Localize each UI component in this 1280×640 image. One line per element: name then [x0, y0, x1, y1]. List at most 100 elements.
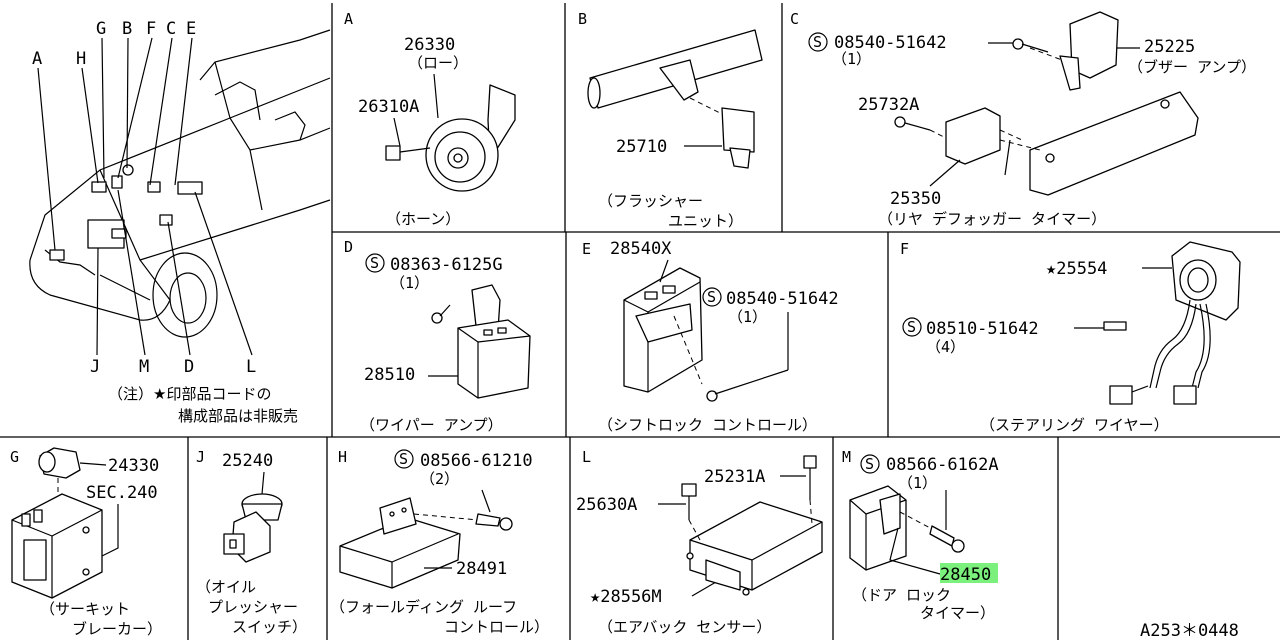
- panel-f: F ★25554 S 08510-51642 （4） （ステアリング ワイヤー）: [900, 240, 1241, 434]
- part-number: 26310A: [358, 97, 419, 117]
- part-number: 28450: [940, 565, 991, 585]
- part-number: 25231A: [704, 467, 765, 487]
- part-number: 24330: [108, 456, 159, 476]
- part-caption: （フラッシャー: [598, 192, 703, 210]
- flasher-illustration: [587, 29, 763, 169]
- panel-letter: J: [196, 448, 205, 466]
- standard-part-icon: [808, 32, 828, 52]
- roof-control-illustration: [339, 497, 513, 589]
- panel-j: J 25240 （オイル プレッシャー スイッチ）: [196, 448, 307, 636]
- part-caption: （ドア ロック: [852, 586, 951, 604]
- panel-letter: L: [582, 448, 591, 466]
- part-note: （ブザー アンプ）: [1128, 58, 1256, 76]
- oil-pressure-switch-illustration: [223, 493, 283, 563]
- overview-letter: M: [139, 357, 149, 377]
- part-caption: プレッシャー: [208, 598, 298, 616]
- part-number: 25630A: [576, 495, 637, 515]
- standard-part-icon: [702, 287, 722, 307]
- standard-part-symbol: S: [907, 318, 916, 336]
- panel-grid: [0, 3, 1280, 640]
- part-caption: （エアバック センサー）: [598, 618, 771, 636]
- overview-letter: G: [96, 19, 106, 39]
- standard-part-symbol: S: [707, 288, 716, 306]
- part-caption: （オイル: [196, 578, 256, 596]
- standard-part-icon: [365, 253, 385, 273]
- part-caption: タイマー）: [920, 604, 995, 622]
- panel-a: A 26330 （ロー） 26310A （ホーン）: [344, 10, 516, 228]
- part-number: 08540-51642: [726, 289, 839, 309]
- standard-part-symbol: S: [865, 455, 874, 473]
- part-caption: （サーキット: [40, 600, 130, 618]
- panel-d: D S 08363-6125G （1） 28510 （ワイパー アンプ）: [344, 238, 531, 434]
- note-text: （注）★印部品コードの: [108, 385, 271, 403]
- part-note: （1）: [832, 50, 871, 68]
- panel-letter: H: [338, 448, 347, 466]
- overview-leaders: [37, 37, 253, 356]
- part-caption: ユニット）: [668, 212, 743, 230]
- panel-letter: C: [790, 10, 799, 28]
- overview-panel: A H G B F C E J M D L （注）★印部品コードの 構成部品は非…: [29, 19, 331, 425]
- panel-m: M S 08566-6162A （1） 28450 （ドア ロック タイマー）: [842, 448, 999, 622]
- overview-letter-labels: A H G B F C E J M D L: [32, 19, 256, 377]
- panel-b: B 25710 （フラッシャー ユニット）: [578, 10, 763, 230]
- overview-letter: H: [76, 49, 86, 69]
- part-number: 08566-6162A: [886, 455, 999, 475]
- panel-letter: F: [900, 240, 909, 258]
- shift-lock-illustration: [623, 259, 789, 402]
- part-number: 25732A: [858, 95, 919, 115]
- overview-letter: F: [146, 19, 156, 39]
- panel-letter: G: [10, 448, 19, 466]
- part-caption: コントロール）: [444, 618, 549, 636]
- panel-letter: B: [578, 10, 587, 28]
- panel-letter: E: [582, 240, 591, 258]
- buzzer-defogger-illustration: [894, 11, 1199, 196]
- panel-letter: A: [344, 10, 353, 28]
- note-text: 構成部品は非販売: [178, 407, 298, 425]
- part-number: 08363-6125G: [390, 255, 503, 275]
- part-caption: スイッチ）: [232, 618, 307, 636]
- part-number: 08540-51642: [834, 33, 947, 53]
- standard-part-symbol: S: [813, 33, 822, 51]
- part-number: 28510: [364, 365, 415, 385]
- part-number: 25350: [890, 189, 941, 209]
- panel-l: L 25231A 25630A ★28556M （エアバック センサー）: [576, 448, 823, 636]
- airbag-sensor-illustration: [681, 455, 823, 596]
- part-number: 28491: [456, 559, 507, 579]
- part-number: 28540X: [610, 239, 672, 259]
- part-number: 25240: [222, 451, 273, 471]
- vehicle-illustration: [29, 29, 331, 338]
- panel-letter: D: [344, 238, 353, 256]
- part-note: （4）: [926, 338, 965, 356]
- panel-h: H S 08566-61210 （2） 28491 （フォールディング ルーフ …: [330, 448, 549, 636]
- part-number: ★28556M: [590, 587, 662, 607]
- part-caption: （シフトロック コントロール）: [598, 416, 817, 434]
- part-caption: （リヤ デフォッガー タイマー）: [878, 210, 1106, 228]
- panel-e: E 28540X S 08540-51642 （1） （シフトロック コントロー…: [582, 239, 839, 434]
- part-number: 25225: [1144, 37, 1195, 57]
- standard-part-icon: [902, 317, 922, 337]
- overview-letter: J: [90, 357, 100, 377]
- part-note: （2）: [420, 470, 459, 488]
- horn-illustration: [385, 73, 516, 192]
- overview-letter: L: [246, 357, 256, 377]
- part-number: 26330: [404, 35, 455, 55]
- part-number: 08566-61210: [420, 451, 533, 471]
- standard-part-icon: [860, 454, 880, 474]
- part-note: （1）: [728, 308, 767, 326]
- part-note: （ロー）: [408, 54, 468, 72]
- part-caption: （ホーン）: [386, 210, 460, 228]
- part-caption: ブレーカー）: [72, 620, 162, 638]
- part-number: 25710: [616, 137, 667, 157]
- overview-letter: D: [184, 357, 194, 377]
- part-caption: （ステアリング ワイヤー）: [980, 416, 1169, 434]
- part-note: （1）: [390, 274, 429, 292]
- part-number: 08510-51642: [926, 319, 1039, 339]
- wiper-amp-illustration: [428, 284, 531, 399]
- steering-wire-illustration: [1103, 241, 1241, 405]
- diagram-code: A253＊0448: [1140, 621, 1239, 640]
- panel-letter: M: [842, 448, 851, 466]
- part-note: （1）: [898, 474, 937, 492]
- part-caption: （ワイパー アンプ）: [360, 416, 503, 434]
- door-lock-timer-illustration: [849, 485, 965, 575]
- standard-part-icon: [394, 449, 414, 469]
